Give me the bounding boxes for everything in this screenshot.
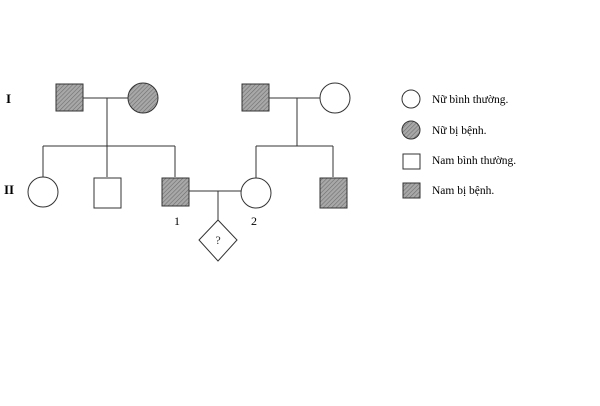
i-2-affected-female <box>127 82 159 114</box>
ii-normal-female-left <box>27 176 59 208</box>
ii-affected-male-right <box>319 177 348 209</box>
ii-1-affected-male <box>161 177 190 207</box>
legend-female-affected-symbol <box>401 120 421 140</box>
ii-2-normal-female <box>240 177 272 209</box>
legend-male-affected-label: Nam bị bệnh. <box>432 185 494 197</box>
left-family-lines <box>42 97 176 177</box>
individual-number-2: 2 <box>251 214 257 228</box>
legend-female-normal-symbol <box>401 89 421 109</box>
unknown-child-diamond <box>198 219 238 262</box>
legend-female-affected-label: Nữ bị bệnh. <box>432 125 487 137</box>
i-1-affected-male <box>55 83 84 112</box>
generation-label-ii: II <box>4 182 14 197</box>
i-4-normal-female <box>319 82 351 114</box>
legend: Nữ bình thường. Nữ bị bệnh. Nam bình thư… <box>401 89 516 199</box>
ii-normal-male <box>93 177 122 209</box>
generation-label-i: I <box>6 91 11 106</box>
i-3-affected-male <box>241 83 270 112</box>
ii-couple-lines <box>189 190 242 220</box>
legend-male-affected-symbol <box>402 182 421 199</box>
individual-number-1: 1 <box>174 214 180 228</box>
right-family-lines <box>255 97 334 178</box>
legend-male-normal-label: Nam bình thường. <box>432 155 516 167</box>
unknown-child-mark: ? <box>215 233 220 247</box>
legend-female-normal-label: Nữ bình thường. <box>432 94 508 106</box>
legend-male-normal-symbol <box>402 153 421 170</box>
